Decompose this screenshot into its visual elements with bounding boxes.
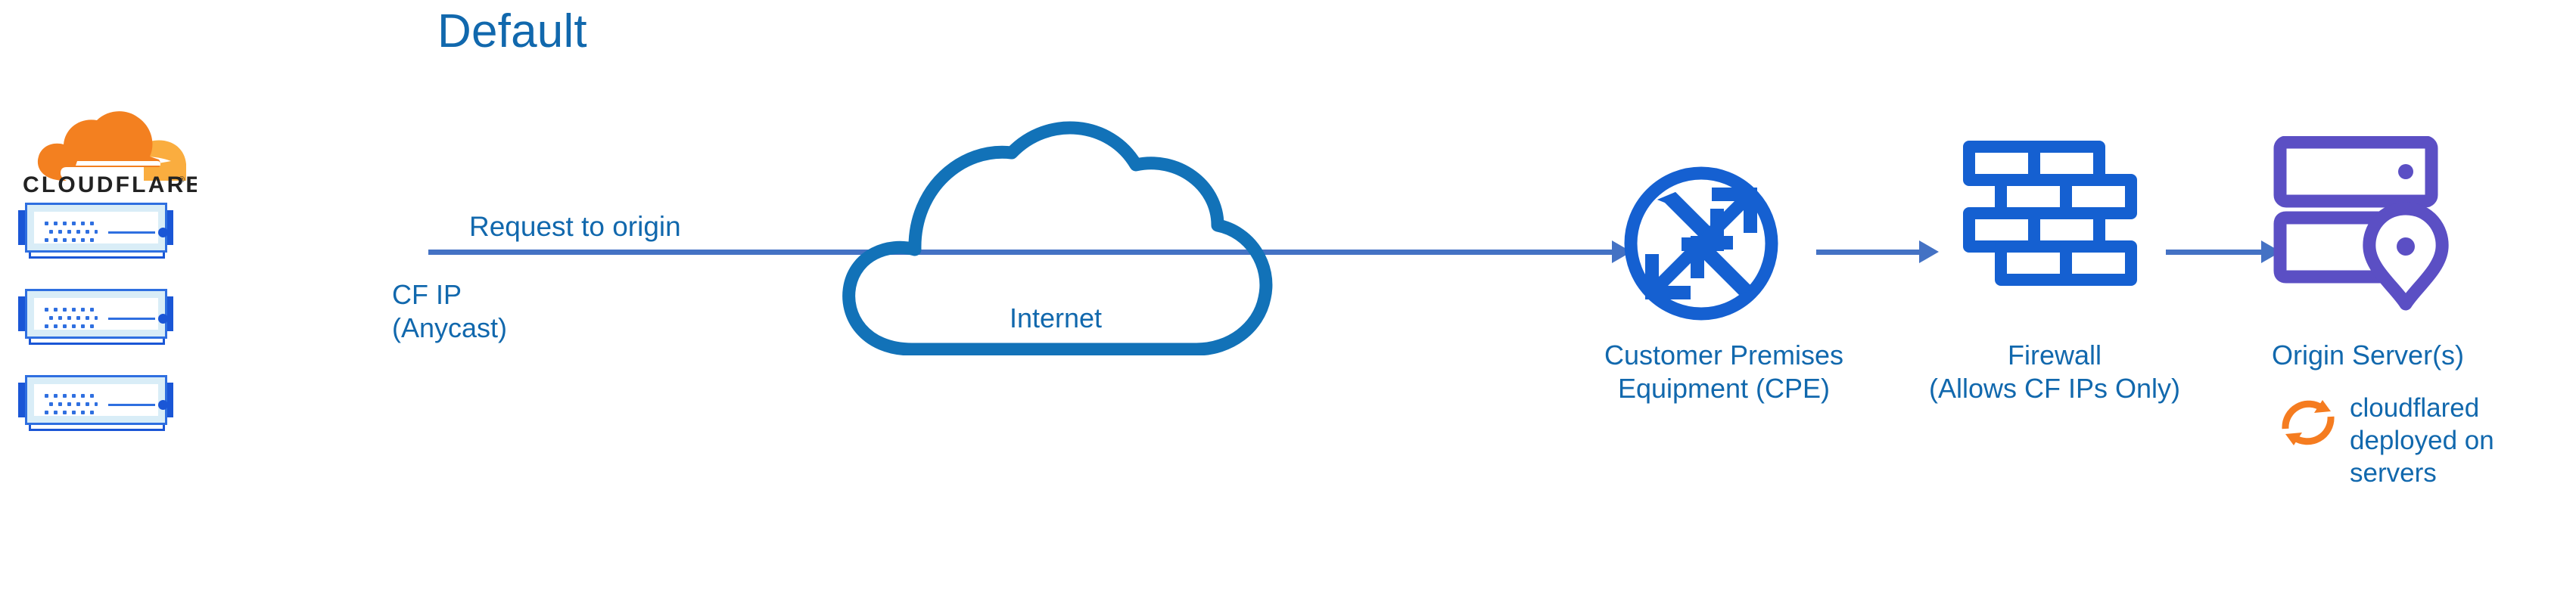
arrow-edge-to-cpe-line [428, 250, 1616, 255]
rack-status-line [108, 318, 155, 320]
rack-face [34, 384, 168, 416]
arrow-firewall-to-origin-line [2166, 250, 2264, 255]
cloudflare-edge-server-1 [18, 203, 173, 259]
rack-body [25, 289, 168, 339]
registered-trademark-icon: ® [179, 175, 185, 185]
rack-vents-icon [45, 394, 98, 414]
rack-vents-icon [45, 222, 98, 242]
rack-status-line [108, 231, 155, 234]
cpe-label: Customer Premises Equipment (CPE) [1604, 340, 1844, 404]
rack-status-line [108, 404, 155, 406]
rack-face [34, 212, 168, 243]
rack-body [25, 375, 168, 425]
cloudflared-deployment-label: cloudflared deployed on servers [2350, 393, 2494, 488]
rack-vents-icon [45, 308, 98, 328]
internet-label: Internet [1009, 302, 1103, 333]
request-to-origin-label: Request to origin [469, 211, 681, 242]
page-title: Default [437, 5, 587, 57]
brick-wall-icon [1963, 141, 2137, 307]
rack-face [34, 298, 168, 330]
rack-power-led [158, 314, 168, 324]
rack-body [25, 203, 168, 253]
firewall-label: Firewall (Allows CF IPs Only) [1928, 340, 2181, 404]
cloud-icon [821, 106, 1290, 356]
origin-server-label: Origin Server(s) [2272, 340, 2465, 371]
cloudflare-edge-server-3 [18, 375, 173, 431]
cloudflare-edge-server-2 [18, 289, 173, 345]
router-icon [1618, 160, 1784, 327]
arrow-cpe-to-firewall-line [1816, 250, 1922, 255]
sync-arrows-icon [2275, 389, 2341, 456]
server-location-icon [2273, 135, 2458, 325]
rack-power-led [158, 400, 168, 410]
cloudflare-wordmark: CLOUDFLARE ® [23, 170, 201, 199]
cloudflare-wordmark-text: CLOUDFLARE [23, 172, 197, 197]
rack-power-led [158, 228, 168, 237]
cf-ip-anycast-label: CF IP (Anycast) [392, 279, 508, 343]
arrow-cpe-to-firewall-head [1919, 240, 1939, 263]
cloudflare-logo [23, 102, 197, 193]
